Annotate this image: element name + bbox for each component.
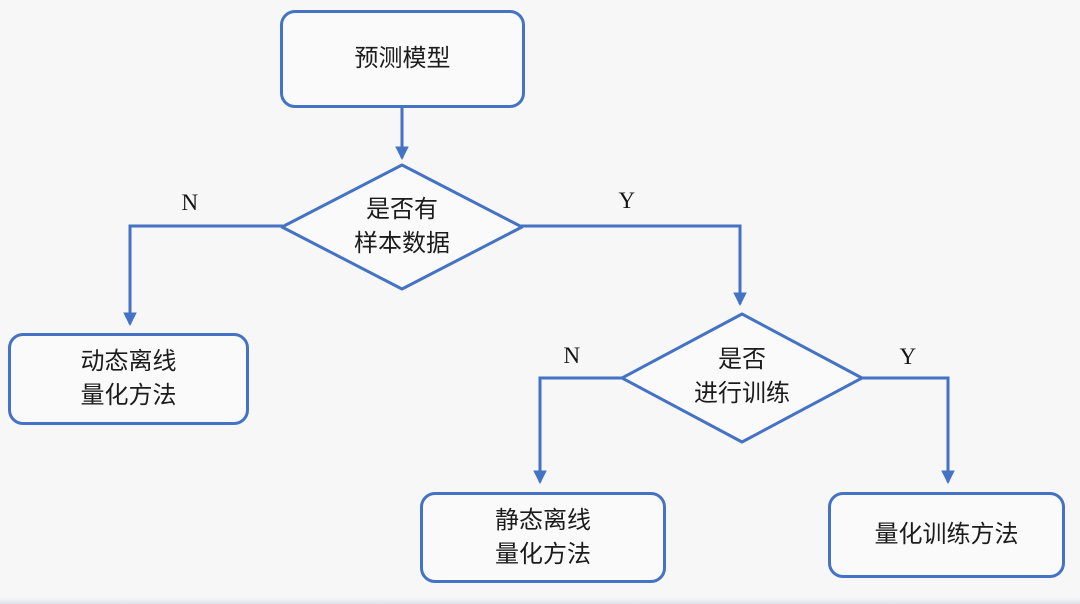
edge-decision2-no	[533, 376, 623, 485]
edge-label-no-training: N	[563, 343, 581, 368]
edge-label-yes-sample: Y	[618, 188, 636, 213]
decision-do-training-text: 是否 进行训练	[694, 343, 790, 411]
decision-do-training-line1: 是否	[718, 347, 766, 373]
edge-decision1-no	[123, 224, 283, 327]
edge-decision1-yes	[521, 224, 747, 307]
node-dynamic-offline-quantization: 动态离线 量化方法	[8, 333, 249, 425]
decision-do-training-shape	[620, 312, 864, 444]
node-dynamic-offline-line2: 量化方法	[80, 383, 177, 409]
node-static-offline-quantization: 静态离线 量化方法	[420, 492, 666, 583]
decision-has-sample-data-text: 是否有 样本数据	[354, 193, 450, 261]
node-static-offline-line1: 静态离线	[495, 507, 591, 534]
node-dynamic-offline-line1: 动态离线	[80, 349, 177, 375]
decision-has-sample-data-line1: 是否有	[366, 197, 438, 223]
edge-decision2-yes	[861, 376, 955, 485]
node-static-offline-line2: 量化方法	[495, 541, 591, 568]
decision-has-sample-data-line2: 样本数据	[354, 231, 450, 257]
node-quantization-training-label: 量化训练方法	[874, 522, 1019, 548]
node-prediction-model-label: 预测模型	[354, 46, 451, 72]
edge-label-yes-training: Y	[899, 344, 917, 369]
decision-has-sample-data-shape	[280, 163, 524, 291]
node-prediction-model: 预测模型	[280, 10, 525, 108]
decision-do-training-line2: 进行训练	[694, 381, 790, 407]
edge-label-no-sample: N	[181, 190, 199, 215]
node-quantization-training: 量化训练方法	[828, 492, 1065, 578]
